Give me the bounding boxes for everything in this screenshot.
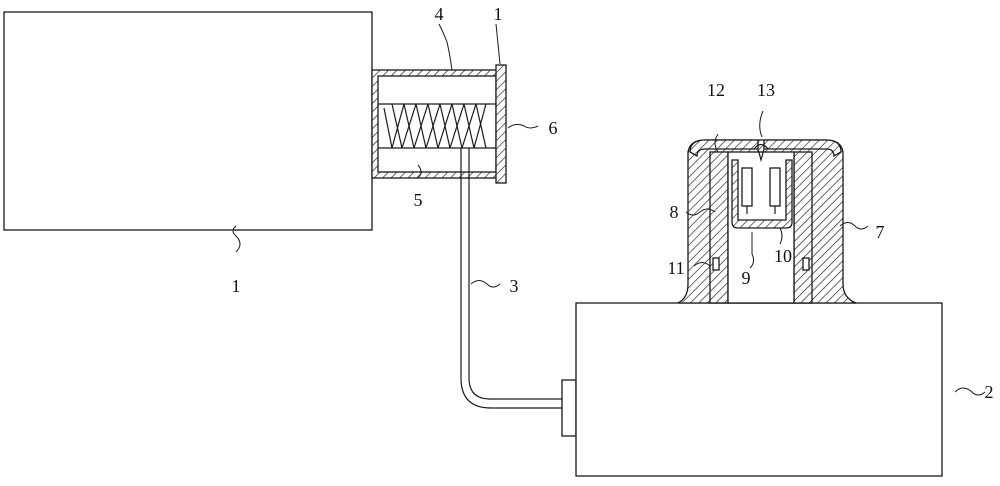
label-top-1: 1 [494,4,503,24]
label-housing-4: 4 [435,4,444,24]
label-pins-11: 11 [667,258,684,278]
end-plate-6 [495,64,507,184]
body-2 [575,302,943,477]
label-spring-5: 5 [414,190,423,210]
label-cap-12: 12 [707,80,725,100]
label-main-body-1: 1 [232,276,241,296]
label-sleeve-8: 8 [670,202,679,222]
label-element-10: 10 [774,246,792,266]
housing-4 [371,69,501,179]
label-end-plate-6: 6 [549,118,558,138]
leader-lines [232,23,986,396]
connector-flange [561,379,577,437]
label-cable-3: 3 [510,276,519,296]
cap-12-right [763,139,842,158]
cable-3 [460,148,562,409]
label-contact-13: 13 [757,80,775,100]
label-boss-7: 7 [876,222,885,242]
pins-11 [712,257,810,271]
element-10 [741,167,781,214]
spring-coil-5 [383,103,487,149]
cup-9 [731,159,793,229]
main-body-1 [3,11,373,231]
contact-13 [753,143,769,163]
label-body-2: 2 [985,382,994,402]
label-cup-9: 9 [742,268,751,288]
